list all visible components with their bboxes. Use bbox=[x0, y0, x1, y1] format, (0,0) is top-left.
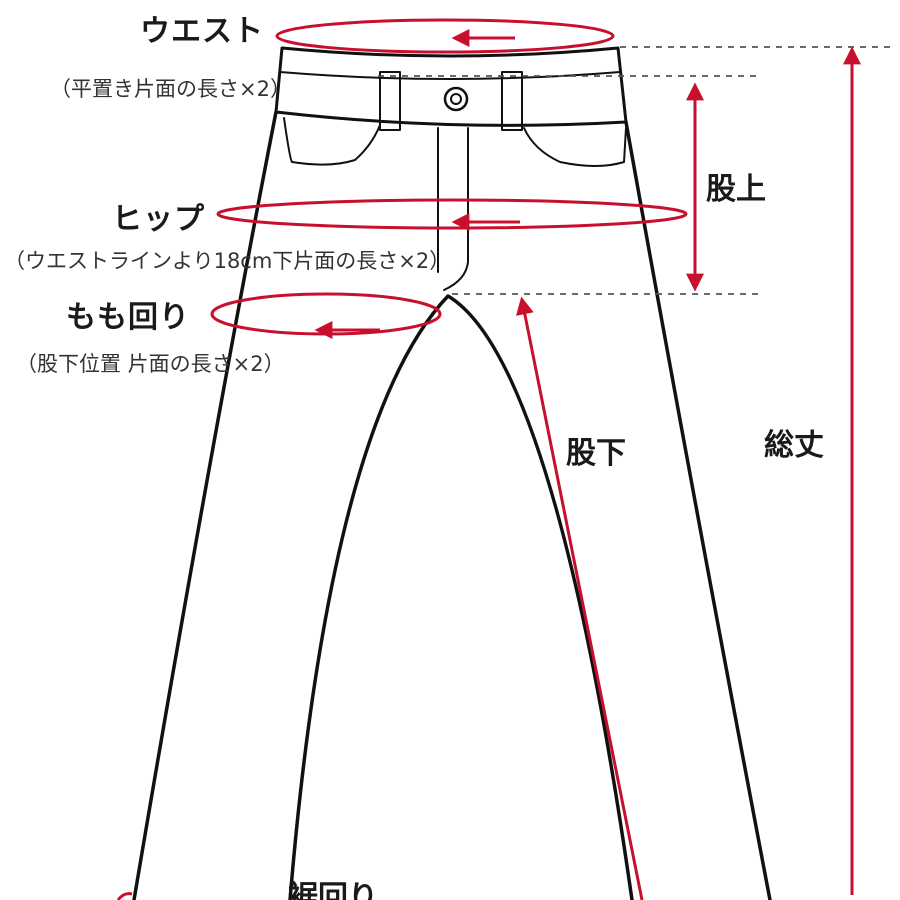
belt-loop-left bbox=[379, 71, 401, 131]
measure-marks bbox=[116, 18, 861, 900]
button-icon bbox=[443, 86, 469, 112]
fly-curve bbox=[443, 127, 469, 291]
hip-note: （ウエストラインより18cm下片面の長さ×2） bbox=[4, 249, 451, 273]
hem-label: 裾回り bbox=[288, 880, 378, 900]
outer-leg-right bbox=[624, 120, 772, 900]
waist-label: ウエスト bbox=[140, 14, 264, 49]
thigh-label: もも回り bbox=[66, 300, 190, 335]
waistband bbox=[274, 46, 628, 127]
inseam-label: 股下 bbox=[566, 436, 626, 471]
waist-note: （平置き片面の長さ×2） bbox=[50, 77, 291, 101]
thigh-ellipse bbox=[210, 292, 442, 336]
hip-ellipse bbox=[216, 198, 688, 230]
total-length-label: 総丈 bbox=[764, 428, 824, 463]
jeans-outline bbox=[132, 46, 772, 900]
inseam-curve bbox=[288, 294, 634, 900]
waist-ellipse bbox=[275, 18, 615, 54]
hem-arc bbox=[116, 892, 133, 900]
rise-label: 股上 bbox=[706, 172, 766, 207]
right-pocket bbox=[523, 127, 627, 167]
inseam-arrow bbox=[515, 296, 644, 900]
left-pocket bbox=[283, 117, 381, 166]
belt-loop-right bbox=[501, 71, 523, 131]
thigh-note: （股下位置 片面の長さ×2） bbox=[16, 352, 285, 376]
guide-lines bbox=[378, 46, 890, 295]
hip-label: ヒップ bbox=[112, 202, 205, 237]
outer-leg-left bbox=[132, 110, 278, 900]
